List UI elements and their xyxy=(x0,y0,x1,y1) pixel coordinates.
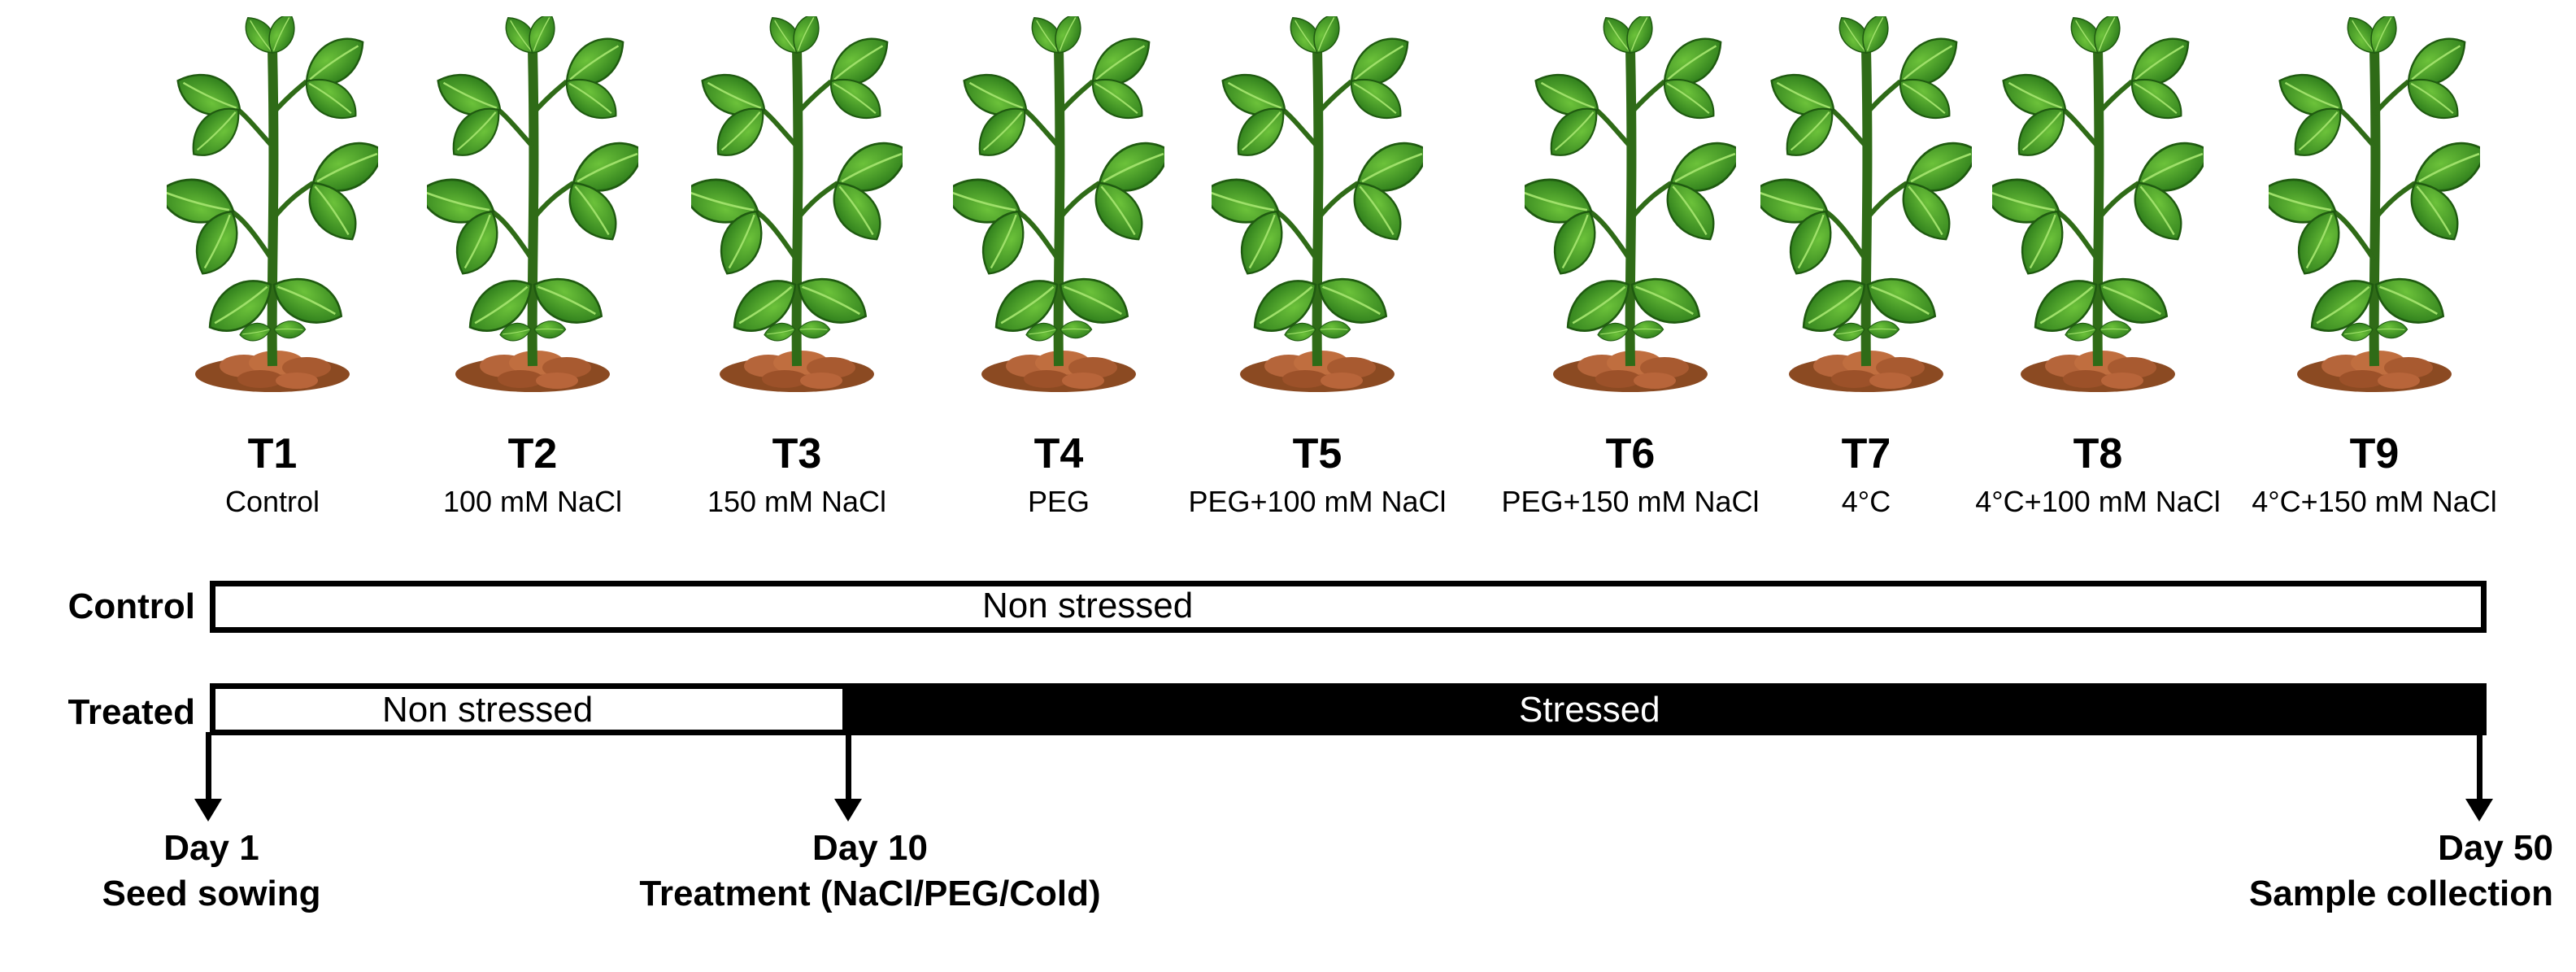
control-non-stressed-bar xyxy=(210,581,2487,633)
milestone-day: Day 1 xyxy=(163,828,259,868)
milestone-event: Seed sowing xyxy=(102,874,321,913)
day1-arrow xyxy=(194,732,222,822)
treatment-label: T5 xyxy=(1292,430,1342,477)
treatment-t6: T6 PEG+150 mM NaCl xyxy=(1484,16,1777,521)
milestone-day1: Day 1 Seed sowing xyxy=(65,826,358,917)
treated-stressed-label: Stressed xyxy=(1519,690,1660,730)
treatment-description: 4°C xyxy=(1841,485,1891,518)
treated-row-label: Treated xyxy=(67,692,195,732)
plant-illustration xyxy=(691,16,903,399)
milestone-event: Sample collection xyxy=(2248,874,2553,913)
treatment-t3: T3 150 mM NaCl xyxy=(651,16,943,521)
treatment-label: T8 xyxy=(2073,430,2123,477)
day50-arrow xyxy=(2465,732,2493,822)
plant-illustration xyxy=(953,16,1164,399)
plant-illustration xyxy=(1525,16,1736,399)
treatment-label: T1 xyxy=(247,430,298,477)
treatment-t5: T5 PEG+100 mM NaCl xyxy=(1171,16,1464,521)
plant-illustration xyxy=(1212,16,1423,399)
treatment-label: T4 xyxy=(1033,430,1084,477)
treatment-label: T6 xyxy=(1605,430,1656,477)
treatment-t2: T2 100 mM NaCl xyxy=(386,16,679,521)
treatment-description: 4°C+100 mM NaCl xyxy=(1975,485,2221,518)
treatment-description: 100 mM NaCl xyxy=(442,485,623,518)
treatment-t4: T4 PEG xyxy=(912,16,1205,521)
treatment-description: Control xyxy=(224,485,320,518)
treatment-label: T9 xyxy=(2349,430,2400,477)
milestone-day50: Day 50 Sample collection xyxy=(2195,826,2553,917)
milestone-day: Day 50 xyxy=(2438,828,2553,868)
control-row-label: Control xyxy=(67,586,195,626)
plant-illustration xyxy=(2269,16,2480,399)
treatment-t9: T9 4°C+150 mM NaCl xyxy=(2228,16,2521,521)
milestone-event: Treatment (NaCl/PEG/Cold) xyxy=(639,874,1101,913)
treatment-t1: T1 Control xyxy=(126,16,419,521)
treated-stressed-bar xyxy=(842,683,2487,735)
treatment-label: T3 xyxy=(772,430,822,477)
treatment-description: 150 mM NaCl xyxy=(707,485,887,518)
day10-arrow xyxy=(834,732,862,822)
plant-illustration xyxy=(167,16,378,399)
treatment-description: PEG+150 mM NaCl xyxy=(1501,485,1760,518)
treatment-description: 4°C+150 mM NaCl xyxy=(2252,485,2497,518)
plant-illustration xyxy=(427,16,638,399)
plant-illustration xyxy=(1760,16,1972,399)
control-bar-label: Non stressed xyxy=(982,586,1194,625)
treatment-t8: T8 4°C+100 mM NaCl xyxy=(1952,16,2244,521)
treated-non-stressed-bar xyxy=(210,683,848,735)
milestone-day: Day 10 xyxy=(812,828,928,868)
treatment-label: T2 xyxy=(507,430,558,477)
milestone-day10: Day 10 Treatment (NaCl/PEG/Cold) xyxy=(634,826,1106,917)
treatment-description: PEG xyxy=(1027,485,1090,518)
treated-non-stressed-label: Non stressed xyxy=(382,690,594,730)
treatment-t7: T7 4°C xyxy=(1720,16,2012,521)
treatment-label: T7 xyxy=(1841,430,1891,477)
plant-illustration xyxy=(1992,16,2204,399)
treatment-description: PEG+100 mM NaCl xyxy=(1188,485,1447,518)
